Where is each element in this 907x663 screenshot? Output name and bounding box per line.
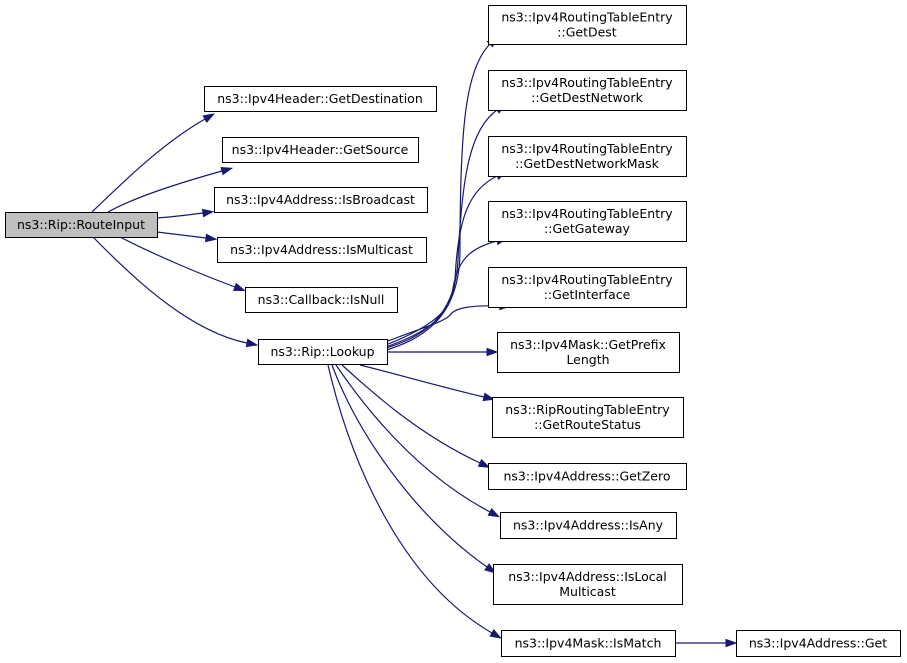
node-label-islocalmulticast: ns3::Ipv4Address::IsLocal <box>508 569 667 584</box>
node-label-getprefixlength: Length <box>566 352 609 367</box>
node-getinterface[interactable]: ns3::Ipv4RoutingTableEntry::GetInterface <box>488 267 687 308</box>
node-box-getsource <box>222 137 419 163</box>
node-label-getdest: ns3::Ipv4RoutingTableEntry <box>501 10 673 25</box>
arrowhead-routeinput-to-lookup <box>245 338 259 348</box>
node-box-getinterface <box>488 267 687 308</box>
edge-routeinput-to-lookup <box>92 236 248 344</box>
edge-routeinput-to-ismulticast <box>156 231 207 239</box>
node-label-getinterface: ::GetInterface <box>544 287 631 302</box>
edge-routeinput-to-getdestination <box>91 118 206 213</box>
arrowhead-lookup-to-getroutestatus <box>482 392 496 402</box>
node-box-get <box>736 630 901 657</box>
arrowhead-lookup-to-isany <box>487 507 501 518</box>
arrowhead-routeinput-to-getdestination <box>202 113 215 123</box>
node-label-ismatch: ns3::Ipv4Mask::IsMatch <box>515 636 662 651</box>
arrowhead-routeinput-to-isbroadcast <box>201 208 215 218</box>
node-ismatch[interactable]: ns3::Ipv4Mask::IsMatch <box>501 630 676 657</box>
node-label-getroutestatus: ns3::RipRoutingTableEntry <box>505 402 670 417</box>
nodes-layer: ns3::Rip::RouteInput ns3::Ipv4Header::Get… <box>5 5 901 657</box>
node-label-getdestnetwork: ::GetDestNetwork <box>531 90 643 105</box>
edges-layer <box>91 35 738 648</box>
node-getdestnetworkmask[interactable]: ns3::Ipv4RoutingTableEntry::GetDestNetwo… <box>488 136 687 177</box>
edge-lookup-to-getgateway <box>382 240 498 347</box>
node-isbroadcast[interactable]: ns3::Ipv4Address::IsBroadcast <box>214 187 428 213</box>
node-label-isany: ns3::Ipv4Address::IsAny <box>513 518 664 533</box>
node-label-getdestnetworkmask: ::GetDestNetworkMask <box>515 156 660 171</box>
arrowhead-lookup-to-getprefixlength <box>486 347 499 357</box>
node-box-getgateway <box>488 201 687 242</box>
node-routeinput[interactable]: ns3::Rip::RouteInput <box>5 212 158 238</box>
node-label-getdestnetworkmask: ns3::Ipv4RoutingTableEntry <box>501 141 673 156</box>
node-label-getprefixlength: ns3::Ipv4Mask::GetPrefix <box>510 337 666 352</box>
node-box-getdestination <box>204 86 437 112</box>
arrowhead-lookup-to-ismatch <box>489 629 502 639</box>
node-label-getroutestatus: ::GetRouteStatus <box>534 417 641 432</box>
node-box-routeinput <box>5 212 158 238</box>
node-box-lookup <box>258 339 388 365</box>
node-label-getzero: ns3::Ipv4Address::GetZero <box>503 469 670 484</box>
node-label-getdestination: ns3::Ipv4Header::GetDestination <box>217 91 423 106</box>
node-get[interactable]: ns3::Ipv4Address::Get <box>736 630 901 657</box>
node-box-isnull <box>245 287 398 313</box>
node-label-getdestnetwork: ns3::Ipv4RoutingTableEntry <box>501 75 673 90</box>
arrowhead-ismatch-to-get <box>725 638 738 648</box>
edge-lookup-to-getzero <box>341 364 481 464</box>
node-box-isany <box>500 512 677 539</box>
edge-lookup-to-getroutestatus <box>359 364 485 398</box>
arrowhead-routeinput-to-ismulticast <box>204 233 218 243</box>
edge-lookup-to-islocalmulticast <box>331 364 488 568</box>
node-box-ismatch <box>501 630 676 657</box>
node-getdestnetwork[interactable]: ns3::Ipv4RoutingTableEntry::GetDestNetwo… <box>488 70 687 111</box>
edge-lookup-to-getinterface <box>382 305 501 344</box>
node-box-islocalmulticast <box>493 564 683 605</box>
node-box-getroutestatus <box>492 397 684 438</box>
edge-routeinput-to-getsource <box>107 170 223 213</box>
arrowhead-lookup-to-islocalmulticast <box>484 563 497 574</box>
node-label-getgateway: ::GetGateway <box>544 221 631 236</box>
edge-lookup-to-getdestnetwork <box>382 109 498 350</box>
node-label-ismulticast: ns3::Ipv4Address::IsMulticast <box>230 242 413 257</box>
node-ismulticast[interactable]: ns3::Ipv4Address::IsMulticast <box>217 237 427 263</box>
node-label-isbroadcast: ns3::Ipv4Address::IsBroadcast <box>226 192 415 207</box>
node-lookup[interactable]: ns3::Rip::Lookup <box>258 339 388 365</box>
node-isnull[interactable]: ns3::Callback::IsNull <box>245 287 398 313</box>
node-getzero[interactable]: ns3::Ipv4Address::GetZero <box>488 463 687 490</box>
node-getdest[interactable]: ns3::Ipv4RoutingTableEntry::GetDest <box>488 5 687 45</box>
node-getsource[interactable]: ns3::Ipv4Header::GetSource <box>222 137 419 163</box>
node-label-lookup: ns3::Rip::Lookup <box>270 344 374 359</box>
node-getdestination[interactable]: ns3::Ipv4Header::GetDestination <box>204 86 437 112</box>
node-label-getinterface: ns3::Ipv4RoutingTableEntry <box>501 272 673 287</box>
node-box-getdest <box>488 5 687 45</box>
node-box-getzero <box>488 463 687 490</box>
arrowhead-lookup-to-getzero <box>477 458 491 468</box>
node-label-getgateway: ns3::Ipv4RoutingTableEntry <box>501 206 673 221</box>
edge-lookup-to-getdest <box>382 43 491 352</box>
node-label-isnull: ns3::Callback::IsNull <box>258 292 385 307</box>
arrowhead-routeinput-to-getsource <box>220 166 234 176</box>
node-box-getdestnetworkmask <box>488 136 687 177</box>
edge-lookup-to-isany <box>335 364 491 513</box>
node-box-getdestnetwork <box>488 70 687 111</box>
edge-routeinput-to-isnull <box>119 236 236 288</box>
node-isany[interactable]: ns3::Ipv4Address::IsAny <box>500 512 677 539</box>
edge-lookup-to-ismatch <box>327 364 493 634</box>
node-box-getprefixlength <box>497 332 680 373</box>
node-box-ismulticast <box>217 237 427 263</box>
node-label-getdest: ::GetDest <box>557 25 617 40</box>
node-getgateway[interactable]: ns3::Ipv4RoutingTableEntry::GetGateway <box>488 201 687 242</box>
node-label-routeinput: ns3::Rip::RouteInput <box>17 217 145 232</box>
node-label-get: ns3::Ipv4Address::Get <box>749 636 887 651</box>
node-label-getsource: ns3::Ipv4Header::GetSource <box>232 142 409 157</box>
node-getroutestatus[interactable]: ns3::RipRoutingTableEntry::GetRouteStatu… <box>492 397 684 438</box>
node-label-islocalmulticast: Multicast <box>559 584 616 599</box>
node-box-isbroadcast <box>214 187 428 213</box>
edge-routeinput-to-isbroadcast <box>156 212 204 219</box>
arrowhead-routeinput-to-isnull <box>233 282 246 291</box>
